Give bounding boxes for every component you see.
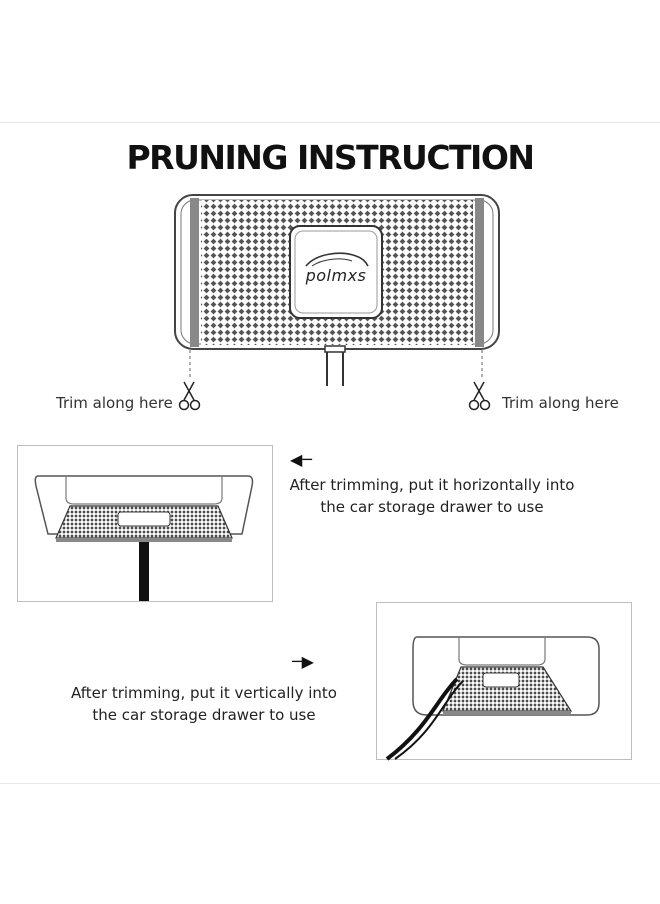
step-2-line-2: the car storage drawer to use xyxy=(92,706,316,724)
step-1-caption: After trimming, put it horizontally into… xyxy=(282,474,582,518)
step-1-line-2: the car storage drawer to use xyxy=(320,498,544,516)
drawer-mat-logo xyxy=(117,511,171,527)
drawer-mat-logo xyxy=(482,672,520,688)
horizontal-placement-illustration xyxy=(17,445,273,602)
drawer-cord xyxy=(139,542,149,601)
page-title: PRUNING INSTRUCTION xyxy=(126,138,535,177)
step-2-line-1: After trimming, put it vertically into xyxy=(71,684,337,702)
arrow-right-icon: ─▶ xyxy=(292,652,314,671)
brand-logo: polmxs xyxy=(305,266,367,285)
vertical-placement-illustration xyxy=(376,602,632,761)
trim-label-left: Trim along here xyxy=(56,394,173,412)
arrow-left-icon: ◀─ xyxy=(290,450,312,469)
step-1-line-1: After trimming, put it horizontally into xyxy=(289,476,575,494)
step-2-caption: After trimming, put it vertically into t… xyxy=(62,682,346,726)
trim-label-right: Trim along here xyxy=(502,394,619,412)
drawer-cord xyxy=(385,677,459,761)
